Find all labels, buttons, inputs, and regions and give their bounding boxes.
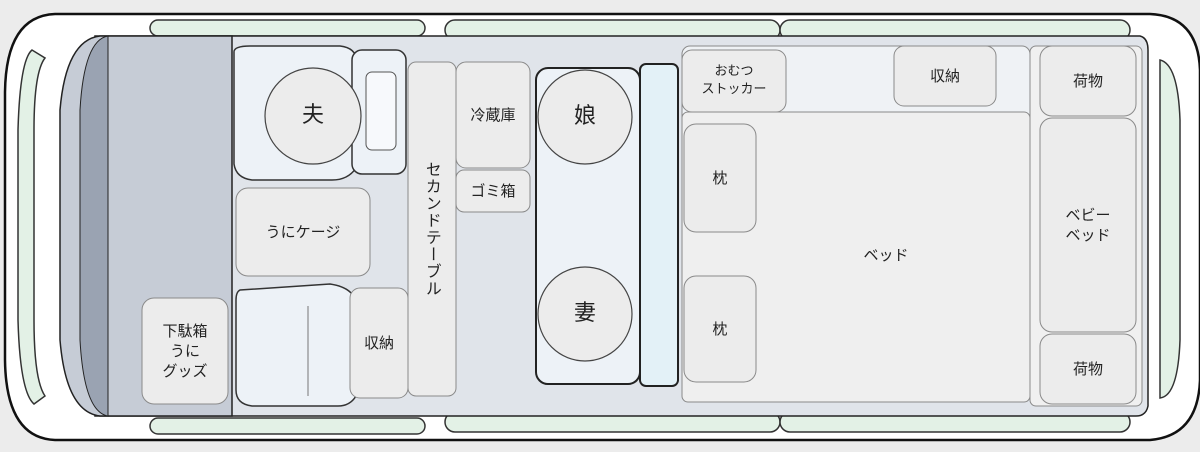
wife-label: 妻 xyxy=(573,301,596,327)
storage-left-label: 収納 xyxy=(363,333,394,352)
window-front-left xyxy=(17,49,47,405)
diaper-stocker-label: おむつ ストッカー xyxy=(701,64,767,97)
husband-circle xyxy=(264,67,362,165)
window-bottom-1 xyxy=(149,417,426,435)
fridge-label: 冷蔵庫 xyxy=(470,105,516,124)
shoe-box-label: 下駄箱 うに グッズ xyxy=(162,321,208,381)
luggage-top-label: 荷物 xyxy=(1072,71,1103,90)
passenger-seat xyxy=(235,283,357,407)
pillow-bottom-label: 枕 xyxy=(712,319,728,338)
storage-top-box xyxy=(893,45,997,107)
uni-cage-box xyxy=(235,187,371,277)
window-top-1 xyxy=(149,19,426,37)
daughter-label: 娘 xyxy=(573,104,596,130)
fridge-box xyxy=(455,61,531,169)
second-table-label: セカンドテーブル xyxy=(422,161,442,297)
trash-box xyxy=(455,169,531,213)
pillow-top-label: 枕 xyxy=(712,168,728,187)
luggage-bottom-label: 荷物 xyxy=(1072,359,1103,378)
trash-label: ゴミ箱 xyxy=(470,181,516,200)
luggage-top-box xyxy=(1039,45,1137,117)
husband-label: 夫 xyxy=(301,103,324,129)
pillow-bottom-box xyxy=(683,275,757,383)
wife-circle xyxy=(537,266,633,362)
baby-bed-label: ベビー ベッド xyxy=(1065,205,1111,244)
luggage-bottom-box xyxy=(1039,333,1137,405)
shoe-box-box xyxy=(141,297,229,405)
second-table-box xyxy=(407,61,457,397)
baby-bed-box xyxy=(1039,117,1137,333)
bed-label: ベッド xyxy=(863,245,909,264)
windshield xyxy=(79,35,109,417)
bench-back xyxy=(639,63,679,387)
uni-cage-label: うにケージ xyxy=(265,222,341,241)
daughter-circle xyxy=(537,69,633,165)
window-rear xyxy=(1159,59,1181,399)
storage-top-label: 収納 xyxy=(929,66,960,85)
pillow-top-box xyxy=(683,123,757,233)
